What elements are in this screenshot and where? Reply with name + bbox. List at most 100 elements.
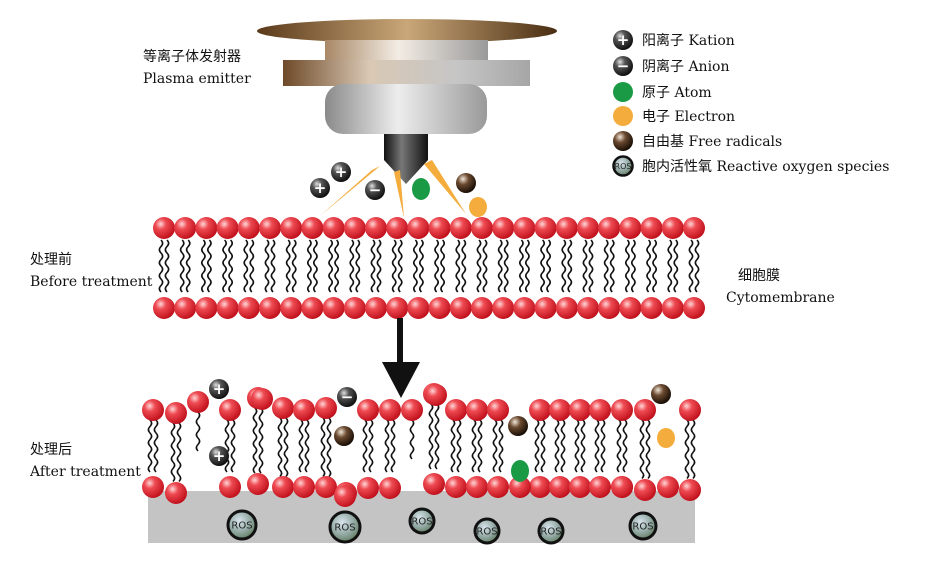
lipid-tail xyxy=(616,419,622,473)
ion-sphere xyxy=(337,387,357,407)
ros-icon-glyph: ROS xyxy=(612,155,634,177)
ros: ROS xyxy=(328,510,362,544)
lipid-tail xyxy=(667,239,673,293)
lipid-tail xyxy=(428,403,434,470)
atom-icon xyxy=(612,81,634,103)
lipid-tail xyxy=(185,239,191,293)
lipid-head xyxy=(577,217,599,239)
ion-sphere xyxy=(209,446,229,466)
lipid-tail xyxy=(652,239,657,293)
lipid-head xyxy=(466,476,488,498)
ion-sign: + xyxy=(213,380,226,398)
lipid-head xyxy=(293,399,315,421)
lipid-head xyxy=(259,297,281,319)
lipid-tail xyxy=(639,419,645,480)
lipid-tail xyxy=(471,419,477,473)
ion-sphere xyxy=(209,379,229,399)
free-radical-icon xyxy=(612,130,634,152)
lipid-tail xyxy=(567,239,573,293)
lipid-head xyxy=(661,217,684,239)
lipid-tail xyxy=(594,419,600,473)
ros-text: ROS xyxy=(540,527,561,538)
ros-text: ROS xyxy=(632,522,653,533)
lipid-tail xyxy=(277,417,283,478)
kation: + xyxy=(331,162,351,182)
lipid-head xyxy=(487,476,509,498)
lipid-head xyxy=(357,399,379,421)
lipid-head xyxy=(589,476,611,498)
lipid-tail xyxy=(540,419,546,473)
after-label-en: After treatment xyxy=(30,464,141,480)
lipid-head xyxy=(487,399,509,421)
lipid-head xyxy=(425,384,447,406)
lipid-head xyxy=(153,217,175,239)
lipid-head xyxy=(322,297,345,319)
lipid-tail xyxy=(328,239,333,293)
ros-sphere xyxy=(537,517,565,545)
lipid-head xyxy=(529,476,551,498)
lipid-tail xyxy=(313,239,318,293)
legend-label: 电子 Electron xyxy=(642,109,736,125)
lipid-head xyxy=(634,399,656,421)
anion-icon: − xyxy=(612,55,634,77)
legend-electron xyxy=(613,106,633,126)
lipid-tail xyxy=(492,419,498,473)
ros: ROS xyxy=(473,517,501,545)
ros: ROS xyxy=(226,509,258,541)
lipid-tail xyxy=(419,239,424,293)
lipid-head xyxy=(165,402,187,424)
legend-label: 阳离子 Kation xyxy=(642,33,735,49)
ros-text: ROS xyxy=(231,521,252,532)
lipid-tail xyxy=(554,419,560,473)
lipid-tail xyxy=(482,239,488,293)
lipid-tail xyxy=(476,239,482,293)
lipid-tail xyxy=(440,239,445,293)
lipid-tail xyxy=(456,419,462,473)
membranes xyxy=(142,217,705,543)
lipid-tail xyxy=(170,422,176,483)
ros-text: ROS xyxy=(411,517,432,528)
lipid-tail xyxy=(368,419,374,473)
legend-item-electron: 电子 Electron xyxy=(612,105,735,127)
ros-sphere xyxy=(628,511,658,541)
legend-item-free-radical: 自由基 Free radicals xyxy=(612,130,782,152)
lipid-head xyxy=(280,297,303,319)
ros-sphere xyxy=(226,509,258,541)
lipid-tail xyxy=(158,239,164,293)
lipid-tail xyxy=(622,419,628,473)
lipid-head xyxy=(237,217,260,239)
lipid-head xyxy=(272,397,294,419)
lipid-head xyxy=(142,399,164,421)
lipid-tail xyxy=(258,407,264,474)
lipid-tail xyxy=(230,419,236,473)
legend-radical xyxy=(613,131,633,151)
lipid-tail xyxy=(646,239,651,293)
lipid-tail xyxy=(307,239,312,293)
lipid-head xyxy=(471,297,493,319)
lipid-head xyxy=(216,297,239,319)
legend-item-kation: + 阳离子 Kation xyxy=(612,29,735,51)
lipid-head xyxy=(428,217,451,239)
lipid-head xyxy=(407,217,430,239)
lipid-head xyxy=(195,297,218,319)
legend-label: 胞内活性氧 Reactive oxygen species xyxy=(642,159,890,175)
free-radical xyxy=(508,416,528,436)
lipid-head xyxy=(153,297,175,319)
lipid-tail xyxy=(376,239,382,293)
lipid-head xyxy=(365,297,387,319)
lipid-tail xyxy=(688,239,694,293)
lipid-head xyxy=(301,217,324,239)
emitter-nozzle xyxy=(384,134,428,184)
lipid-tail xyxy=(519,239,524,293)
lipid-tail xyxy=(574,419,580,473)
lipid-head xyxy=(174,217,197,239)
lipid-tail xyxy=(413,239,418,293)
lipid-head xyxy=(334,485,356,507)
ion-sign: − xyxy=(341,388,354,406)
lipid-head xyxy=(174,297,197,319)
lipid-tail xyxy=(349,239,355,293)
lipid-head xyxy=(301,297,324,319)
lipid-head xyxy=(683,297,705,319)
lipid-head xyxy=(466,399,488,421)
